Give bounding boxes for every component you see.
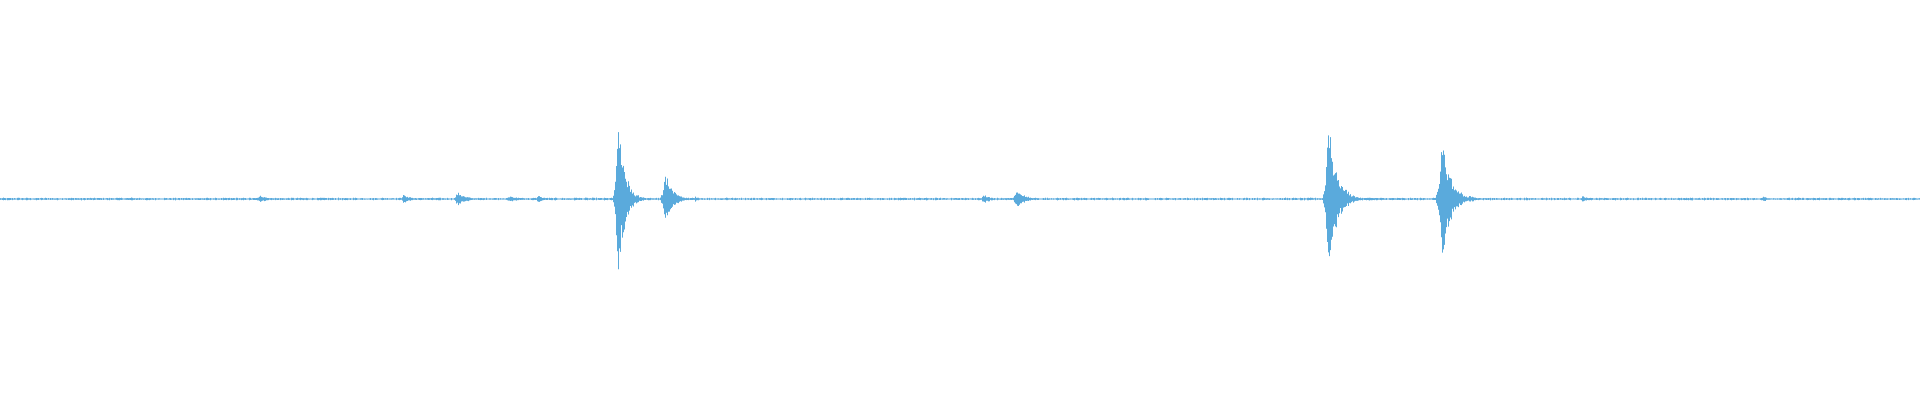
waveform-peaks	[0, 132, 1920, 270]
waveform-samples	[0, 132, 1920, 270]
